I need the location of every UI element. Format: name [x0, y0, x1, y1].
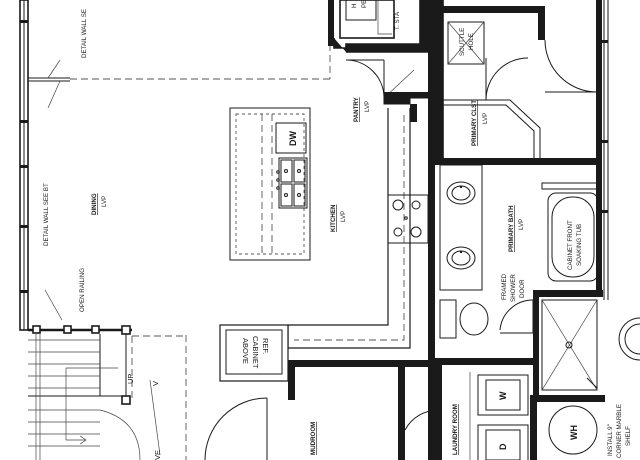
primary-closet-floor: LVP	[482, 113, 489, 124]
install-note-3: SHELF	[625, 426, 632, 446]
dryer-label: D	[498, 443, 508, 450]
washer-label: W	[498, 391, 508, 400]
detail-wall-note-top: DETAIL WALL SE	[81, 9, 88, 58]
t-sta-note: T. STA	[394, 11, 401, 30]
scuttle-note-1: SCUTTLE	[459, 28, 466, 56]
pantry-room-name: PANTRY	[353, 96, 360, 122]
lower-walls	[204, 358, 605, 460]
mud-mark-label: VE	[153, 450, 162, 460]
bath-walls	[439, 0, 640, 400]
shower-door-note-3: DOOR	[519, 279, 526, 298]
scuttle-note-2: HOLE	[468, 33, 475, 50]
tub-note-2: SOAKING TUB	[576, 224, 583, 266]
pantry-room-floor: LVP	[364, 101, 371, 112]
ref-cabinet-note-2: CABINET	[251, 336, 260, 369]
primary-bath-floor: LVP	[518, 219, 525, 230]
hv-note-2: PE	[361, 0, 368, 8]
primary-closet-name: PRIMARY CLST	[471, 100, 478, 146]
laundry-room-name: LAUNDRY ROOM	[452, 404, 459, 455]
dining-room-floor: LVP	[101, 196, 108, 207]
ref-cabinet	[219, 324, 289, 382]
dishwasher-label: DW	[288, 131, 298, 146]
stair-mark-label: V	[151, 381, 160, 386]
install-note-1: INSTALL 9"	[607, 424, 614, 456]
tub-note-1: CABINET FRONT	[567, 220, 574, 270]
kitchen-counter	[287, 108, 429, 349]
shower-door-note-2: SHOWER	[510, 274, 517, 302]
left-exterior-wall	[19, 0, 70, 331]
stair-up-label: UP	[126, 374, 135, 384]
kitchen-room-name: KITCHEN	[330, 204, 337, 232]
detail-wall-note-bt: DETAIL WALL SEE BT	[43, 183, 50, 246]
dining-room-name: DINING	[91, 193, 98, 215]
mudroom-name: MUDROOM	[310, 422, 317, 455]
install-note-2: CORNER MARBLE	[616, 404, 623, 458]
pantry-walls	[328, 0, 435, 460]
open-railing-note: OPEN RAILING	[79, 268, 86, 312]
ref-cabinet-note-1: REF.	[261, 338, 270, 354]
kitchen-room-floor: LVP	[340, 211, 347, 222]
ref-cabinet-note-3: ABOVE	[241, 338, 250, 364]
primary-closet	[434, 0, 600, 165]
water-heater-label: WH	[569, 425, 579, 440]
kitchen-island	[229, 107, 311, 261]
shower-door-note-1: FRAMED	[501, 273, 508, 300]
stair-railing	[28, 325, 186, 460]
primary-bath-name: PRIMARY BATH	[508, 205, 515, 252]
hv-note-1: H	[351, 4, 358, 8]
